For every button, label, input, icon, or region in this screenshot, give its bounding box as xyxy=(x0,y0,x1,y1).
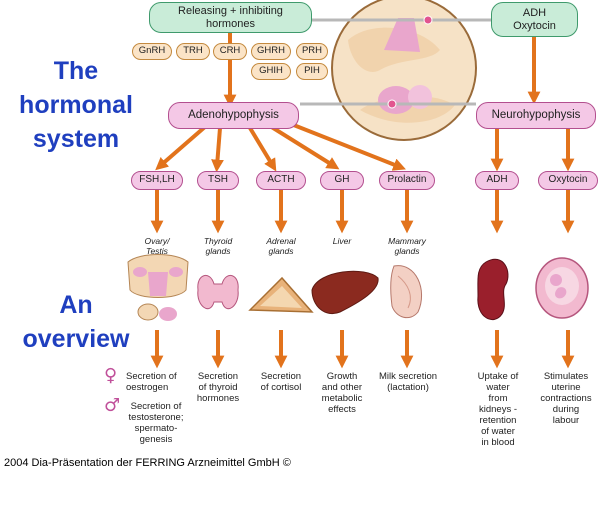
adrenal-icon xyxy=(248,276,314,313)
effect-thyroid: Secretion of thyroid hormones xyxy=(190,371,246,404)
organ-label-liver: Liver xyxy=(312,236,372,246)
organ-label-ovary-line-2: Testis xyxy=(146,246,168,256)
hormone-pill-prh: PRH xyxy=(296,43,328,60)
hormone-pill-crh: CRH xyxy=(213,43,247,60)
target-gh: GH xyxy=(320,171,364,190)
title-line-3: system xyxy=(32,125,120,153)
organ-label-thyroid-line-1: Thyroid xyxy=(203,236,233,246)
effect-liver-line-2: and other xyxy=(321,382,363,393)
effect-mammary-line-1: Milk secretion xyxy=(378,371,438,382)
posterior-source-line-2: Oxytocin xyxy=(513,20,556,32)
effect-kidney-line-6: of water xyxy=(481,426,515,437)
effect-liver-line-3: metabolic xyxy=(321,393,363,404)
target-adh: ADH xyxy=(475,171,519,190)
effect-kidney-line-2: water xyxy=(486,382,510,393)
hormone-pill-pih: PIH xyxy=(296,63,328,80)
effect-adrenal-line-1: Secretion xyxy=(260,371,302,382)
effect-mammary-line-2: (lactation) xyxy=(387,382,429,393)
effect-thyroid-line-2: of thyroid xyxy=(198,382,238,393)
effect-gonads-female: Secretion of oestrogen xyxy=(126,371,196,393)
effect-kidney-line-1: Uptake of xyxy=(477,371,519,382)
subtitle-line-1: An xyxy=(59,291,93,319)
female-symbol-icon: ♀ xyxy=(104,365,118,386)
hormone-pill-ghih: GHIH xyxy=(251,63,291,80)
effect-kidney-line-5: retention xyxy=(479,415,517,426)
effect-gonads-male-line-1: Secretion of xyxy=(130,401,182,412)
hypothalamus-line-1: Releasing + inhibiting xyxy=(178,5,283,17)
effect-adrenal: Secretion of cortisol xyxy=(251,371,311,393)
effect-gonads-female-line-1: Secretion of xyxy=(126,371,177,382)
effect-uterus-line-4: during xyxy=(552,404,580,415)
hormone-pill-gnrh: GnRH xyxy=(132,43,172,60)
target-fsh-lh: FSH,LH xyxy=(131,171,183,190)
effect-gonads-male: Secretion of testosterone; spermato- gen… xyxy=(120,401,192,445)
effect-gonads-male-line-2: testosterone; xyxy=(128,412,184,423)
hormone-pill-trh: TRH xyxy=(176,43,210,60)
copyright-footer: 2004 Dia-Präsentation der FERRING Arznei… xyxy=(4,457,291,469)
effect-thyroid-line-1: Secretion xyxy=(197,371,239,382)
organ-label-adrenal: Adrenal glands xyxy=(251,236,311,256)
posterior-source-box: ADH Oxytocin xyxy=(491,2,578,37)
subtitle-line-2: overview xyxy=(22,325,130,353)
adenohypophysis-box: Adenohypophysis xyxy=(168,102,299,129)
organ-label-mammary-line-2: glands xyxy=(394,246,420,256)
effect-adrenal-line-2: of cortisol xyxy=(260,382,302,393)
effect-gonads-female-line-2: oestrogen xyxy=(126,382,169,393)
diagram-subtitle: An overview xyxy=(0,288,152,356)
effect-liver: Growth and other metabolic effects xyxy=(312,371,372,415)
organ-label-mammary: Mammary glands xyxy=(377,236,437,256)
organ-label-liver-line-1: Liver xyxy=(332,236,352,246)
effect-kidney-line-4: kidneys - xyxy=(478,404,517,415)
ovary-testis-icon xyxy=(127,254,189,321)
liver-icon xyxy=(311,270,379,314)
organ-label-ovary-testis: Ovary/ Testis xyxy=(127,236,187,256)
organ-label-thyroid: Thyroid glands xyxy=(188,236,248,256)
title-line-2: hormonal xyxy=(19,91,133,119)
effect-uterus-line-3: contractions xyxy=(540,393,592,404)
target-acth: ACTH xyxy=(256,171,306,190)
target-tsh: TSH xyxy=(197,171,239,190)
effect-uterus-line-1: Stimulates xyxy=(543,371,589,382)
organ-label-adrenal-line-1: Adrenal xyxy=(266,236,296,246)
effect-uterus-line-5: labour xyxy=(552,415,580,426)
effect-uterus: Stimulates uterine contractions during l… xyxy=(532,371,600,426)
uterus-icon xyxy=(535,257,589,319)
effect-liver-line-4: effects xyxy=(328,404,356,415)
effect-gonads-male-line-3: spermato- xyxy=(134,423,178,434)
mammary-icon xyxy=(390,265,423,319)
effect-uterus-line-2: uterine xyxy=(551,382,581,393)
male-symbol-icon: ♂ xyxy=(104,395,121,416)
title-line-1: The xyxy=(53,57,99,85)
organ-label-ovary-line-1: Ovary/ xyxy=(144,236,170,246)
target-prolactin: Prolactin xyxy=(379,171,435,190)
effect-gonads-male-line-4: genesis xyxy=(139,434,173,445)
diagram-title: The hormonal system xyxy=(0,54,152,156)
organ-label-thyroid-line-2: glands xyxy=(205,246,231,256)
effect-kidney-line-3: from xyxy=(488,393,508,404)
effect-kidney-line-7: in blood xyxy=(481,437,515,448)
thyroid-icon xyxy=(197,275,239,310)
effect-liver-line-1: Growth xyxy=(326,371,358,382)
hormone-pill-ghrh: GHRH xyxy=(251,43,291,60)
effect-thyroid-line-3: hormones xyxy=(196,393,240,404)
organ-label-mammary-line-1: Mammary xyxy=(388,236,426,246)
posterior-source-line-1: ADH xyxy=(522,7,547,19)
target-oxytocin: Oxytocin xyxy=(538,171,598,190)
organ-label-adrenal-line-2: glands xyxy=(268,246,294,256)
kidney-icon xyxy=(477,259,509,320)
hypothalamus-line-2: hormones xyxy=(206,18,255,30)
hypothalamus-box: Releasing + inhibiting hormones xyxy=(149,2,312,33)
effect-kidney: Uptake of water from kidneys - retention… xyxy=(469,371,527,448)
neurohypophysis-box: Neurohypophysis xyxy=(476,102,596,129)
effect-mammary: Milk secretion (lactation) xyxy=(372,371,444,393)
